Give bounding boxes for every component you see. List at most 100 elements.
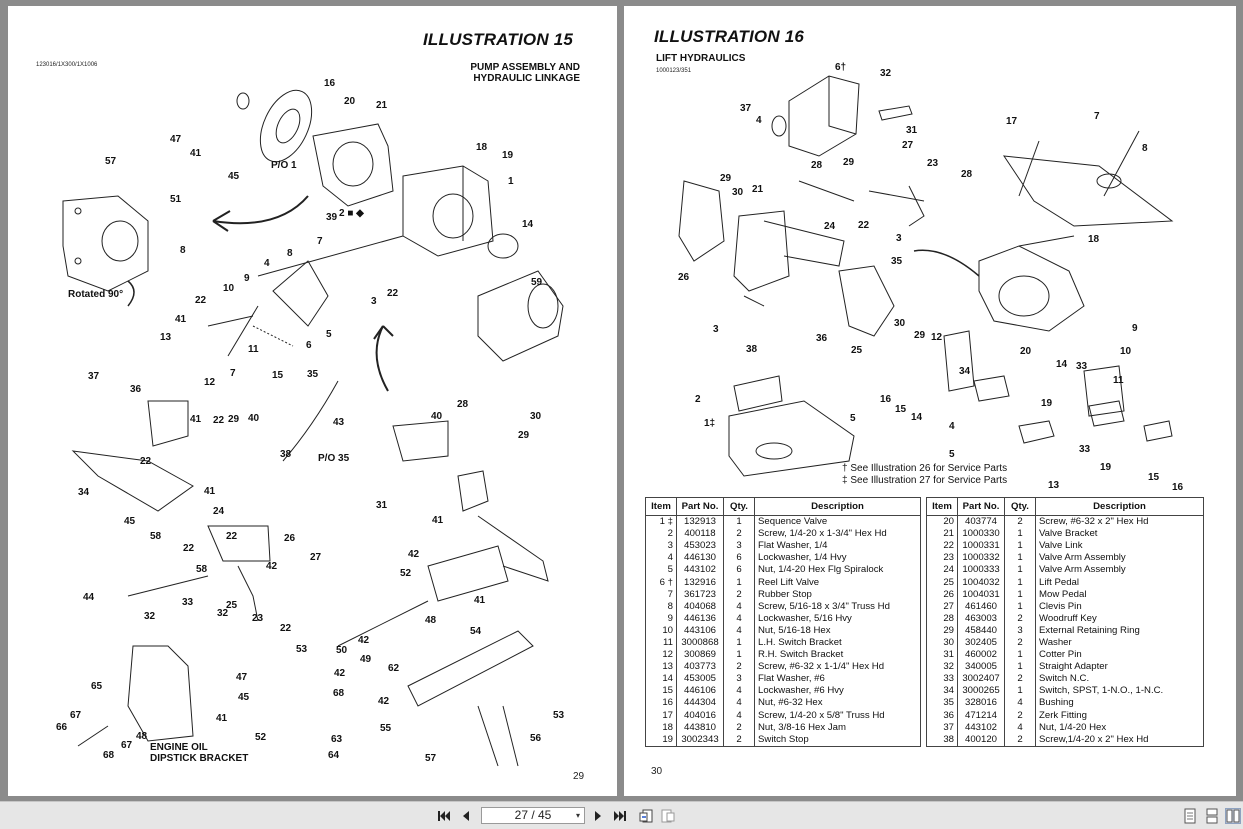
- cell-qty: 6: [723, 552, 755, 565]
- continuous-view-button[interactable]: [1204, 808, 1220, 824]
- cell-qty: 4: [723, 624, 755, 637]
- callout-label: 20: [344, 96, 356, 107]
- cell-item: 8: [645, 600, 677, 613]
- callout-label: 22: [226, 531, 238, 542]
- cell-part-no: 340005: [957, 661, 1005, 674]
- callout-label: 25: [226, 600, 238, 611]
- cell-part-no: 403773: [676, 661, 724, 674]
- cell-qty: 2: [1004, 636, 1036, 650]
- cell-qty: 2: [1004, 709, 1036, 722]
- cell-description: Valve Arm Assembly: [1035, 564, 1204, 577]
- last-page-icon: [614, 811, 626, 821]
- cell-description: Clevis Pin: [1035, 600, 1204, 613]
- cell-part-no: 1000330: [957, 528, 1005, 541]
- cell-item: 2: [645, 528, 677, 541]
- callout-label: 41: [474, 595, 486, 606]
- cell-item: 37: [926, 721, 958, 734]
- next-page-button[interactable]: [590, 808, 606, 824]
- callout-label: 31: [376, 500, 388, 511]
- cell-qty: 1: [1004, 552, 1036, 565]
- callout-label: 6: [306, 340, 312, 351]
- cell-description: Screw, #6-32 x 2" Hex Hd: [1035, 515, 1204, 529]
- cell-item: 18: [645, 721, 677, 734]
- cell-qty: 6: [723, 564, 755, 577]
- cell-part-no: 461460: [957, 600, 1005, 613]
- cell-part-no: 3000868: [676, 636, 724, 650]
- viewer-toolbar: 27 / 45 ▾: [0, 801, 1243, 829]
- callout-label: 3: [896, 233, 902, 244]
- first-page-button[interactable]: [436, 808, 452, 824]
- callout-label: 7: [317, 236, 323, 247]
- go-back-button[interactable]: [638, 808, 654, 824]
- cell-item: 22: [926, 540, 958, 553]
- callout-label: 25: [851, 345, 863, 356]
- cell-description: Lockwasher, 1/4 Hvy: [754, 552, 921, 565]
- callout-label: 6†: [835, 62, 846, 73]
- cell-item: 9: [645, 612, 677, 625]
- cell-item: 7: [645, 588, 677, 601]
- single-page-view-icon: [1184, 808, 1196, 824]
- bracket-label-line-1: ENGINE OIL: [150, 742, 208, 753]
- cell-item: 27: [926, 600, 958, 613]
- callout-label: 32: [144, 611, 156, 622]
- callout-label: 28: [811, 160, 823, 171]
- callout-label: 21: [752, 184, 764, 195]
- cell-part-no: 443102: [957, 721, 1005, 734]
- cell-qty: 1: [1004, 540, 1036, 553]
- callout-label: 64: [328, 750, 340, 761]
- last-page-button[interactable]: [612, 808, 628, 824]
- callout-label: 37: [88, 371, 100, 382]
- callout-label: 45: [228, 171, 240, 182]
- two-page-view-button[interactable]: [1225, 808, 1241, 824]
- callout-label: 59: [531, 277, 543, 288]
- next-page-icon: [595, 811, 601, 821]
- subtitle-line-1: PUMP ASSEMBLY AND: [470, 62, 580, 73]
- callout-label: 24: [824, 221, 836, 232]
- prev-page-icon: [463, 811, 469, 821]
- illustration-title: ILLUSTRATION 15: [423, 30, 574, 49]
- page-number: 30: [651, 766, 663, 777]
- callout-label: 29: [720, 173, 732, 184]
- callout-label: 41: [175, 314, 187, 325]
- cell-description: Nut, 5/16-18 Hex: [754, 624, 921, 637]
- callout-label: 67: [121, 740, 133, 751]
- cell-description: Switch Stop: [754, 733, 921, 747]
- cell-description: Nut, 3/8-16 Hex Jam: [754, 721, 921, 734]
- callout-label: 22: [183, 543, 195, 554]
- cell-part-no: 403774: [957, 515, 1005, 529]
- cell-qty: 1: [1004, 661, 1036, 674]
- callout-label: 5: [326, 329, 332, 340]
- cell-part-no: 302405: [957, 636, 1005, 650]
- page-number-select[interactable]: 27 / 45 ▾: [481, 807, 585, 824]
- cell-description: Sequence Valve: [754, 515, 921, 529]
- single-page-view-button[interactable]: [1182, 808, 1198, 824]
- callout-label: 50: [336, 645, 348, 656]
- callout-label: 41: [432, 515, 444, 526]
- cell-part-no: 471214: [957, 709, 1005, 722]
- callout-label: 11: [248, 344, 259, 355]
- cell-qty: 2: [1004, 673, 1036, 686]
- cell-qty: 2: [723, 721, 755, 734]
- callout-label: 39: [326, 212, 338, 223]
- callout-label: 18: [1088, 234, 1100, 245]
- callout-label: 32: [217, 608, 229, 619]
- callout-label: 5: [850, 413, 856, 424]
- cell-description: Lockwasher, 5/16 Hvy: [754, 612, 921, 625]
- cell-item: 3: [645, 540, 677, 553]
- cell-item: 14: [645, 673, 677, 686]
- go-forward-icon: [661, 809, 675, 823]
- callout-label: 38: [280, 449, 292, 460]
- table-header-row: Item Part No. Qty. Description: [645, 497, 921, 516]
- callout-label: 32: [880, 68, 892, 79]
- cell-qty: 2: [723, 733, 755, 747]
- prev-page-button[interactable]: [458, 808, 474, 824]
- callout-label: 19: [1100, 462, 1112, 473]
- go-forward-button[interactable]: [660, 808, 676, 824]
- cell-part-no: 446130: [676, 552, 724, 565]
- illustration-subtitle: LIFT HYDRAULICS: [656, 53, 746, 64]
